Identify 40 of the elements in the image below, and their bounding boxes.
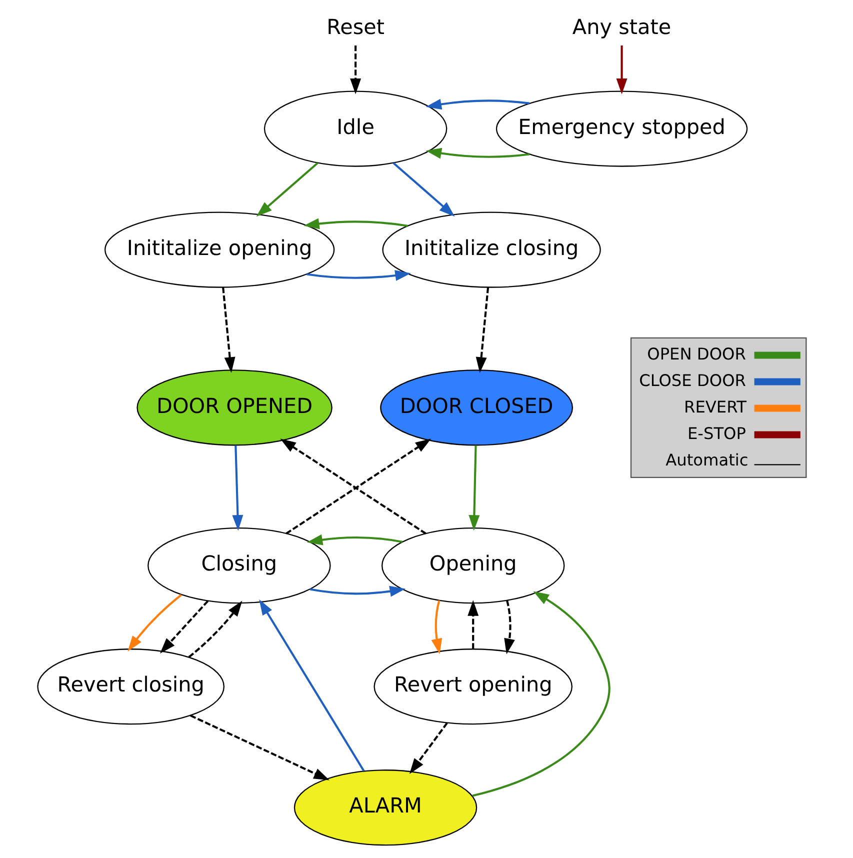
legend-label: Automatic: [666, 450, 748, 470]
legend-label: REVERT: [684, 398, 747, 417]
arrow: [306, 270, 411, 281]
node-ellipse: Inititalize opening: [104, 212, 335, 288]
arrow: [160, 600, 209, 654]
node-ellipse: Emergency stopped: [496, 90, 748, 167]
arrow: [431, 600, 442, 654]
arrow: [392, 162, 455, 217]
arrow: [188, 600, 242, 658]
node-ellipse: DOOR OPENED: [136, 370, 332, 446]
node-ellipse: DOOR CLOSED: [380, 370, 574, 446]
legend-label: CLOSE DOOR: [639, 371, 746, 390]
node-ellipse: Closing: [148, 528, 331, 604]
arrow: [256, 162, 318, 217]
arrow: [504, 600, 515, 654]
legend-label: E-STOP: [687, 424, 746, 444]
node-ellipse: Inititalize closing: [382, 212, 601, 288]
node-text: Reset: [326, 15, 385, 40]
arrow: [426, 148, 530, 159]
arrow: [128, 594, 182, 652]
arrow: [310, 586, 406, 597]
node-ellipse: Revert opening: [374, 648, 572, 725]
arrow: [468, 600, 479, 649]
arrow: [306, 534, 403, 546]
node-text: Any state: [572, 15, 672, 40]
arrow: [616, 45, 628, 94]
arrow: [304, 218, 408, 230]
arrow: [350, 45, 362, 94]
arrow: [426, 98, 530, 110]
arrow: [472, 591, 610, 797]
arrow: [222, 287, 236, 373]
node-ellipse: Idle: [264, 90, 448, 167]
legend-label: OPEN DOOR: [647, 344, 746, 364]
arrow: [468, 445, 480, 531]
arrow: [190, 714, 330, 780]
node-ellipse: Revert closing: [37, 648, 224, 725]
arrow: [409, 722, 448, 774]
arrow: [476, 287, 490, 373]
arrow: [232, 445, 244, 531]
arrow: [259, 599, 365, 772]
